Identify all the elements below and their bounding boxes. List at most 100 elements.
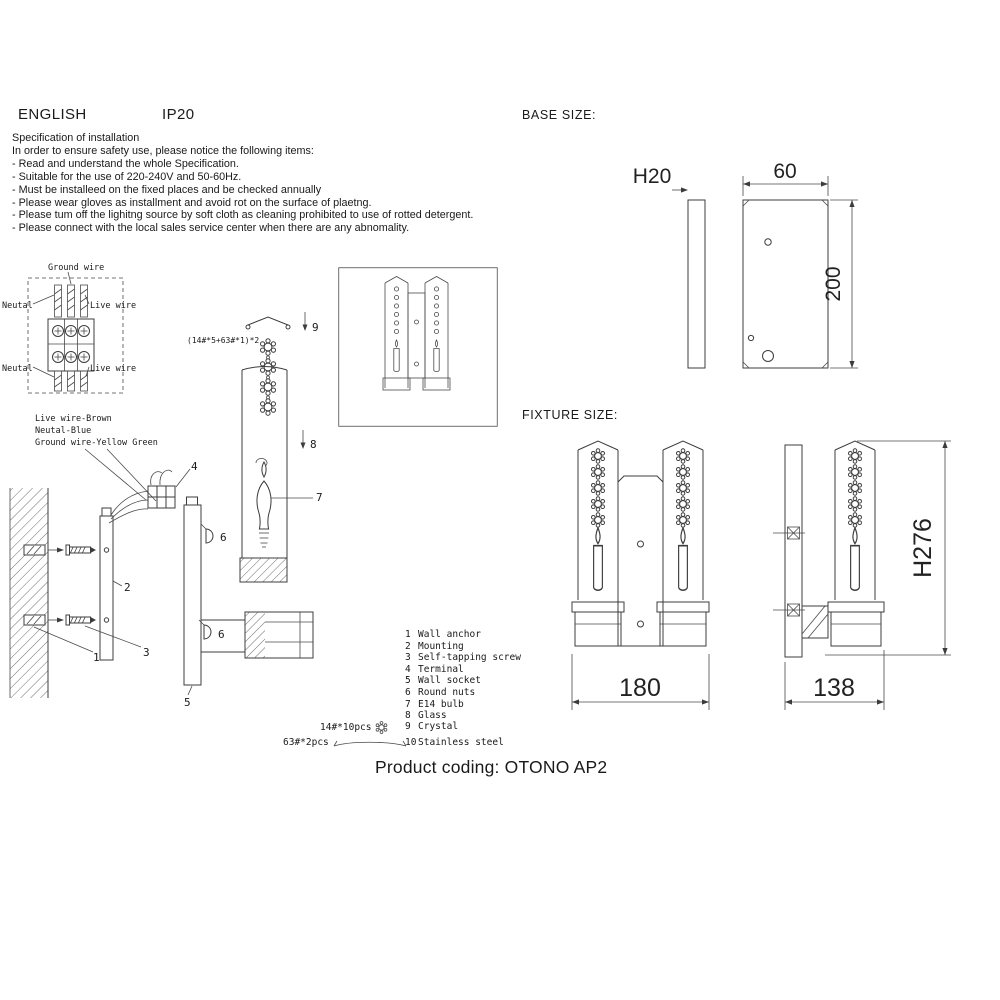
legend-neutral: Neutal-Blue: [35, 426, 91, 436]
part-name: Self-tapping screw: [418, 652, 521, 664]
fixture-side-view: 138 H276: [773, 440, 951, 710]
part-name: Mounting: [418, 640, 464, 652]
legend-live: Live wire-Brown: [35, 414, 112, 424]
self-tapping-screw: [48, 544, 96, 556]
part-row: 3 Self-tapping screw: [405, 652, 521, 664]
part-row: 9 Crystal: [405, 721, 458, 733]
part-name: Crystal: [418, 721, 459, 732]
spec-item: - Please tum off the lighitng source by …: [12, 209, 474, 222]
dim-fixture-width: 180: [619, 674, 661, 702]
callout-wall-anchor: 1: [93, 651, 100, 664]
part-row: 6 Round nuts: [405, 687, 521, 699]
callout-round-nut: 6: [220, 531, 227, 544]
crystal-chain: [260, 338, 276, 416]
wall-installation-diagram: Ground wire Neutal Live wire: [2, 263, 198, 698]
mounting-plate: [99, 507, 114, 661]
spec-item: - Must be installeed on the fixed places…: [12, 183, 322, 196]
dim-fixture-depth: 138: [813, 674, 855, 702]
crystal-qty-label: 14#*10pcs: [320, 722, 372, 733]
part-number: 2: [405, 640, 411, 652]
crystal-quantity: 14#*10pcs: [320, 720, 389, 735]
base-size-heading: BASE SIZE:: [522, 108, 597, 122]
spec-title: Specification of installation: [12, 132, 140, 144]
dim-base-width: 60: [773, 160, 796, 183]
product-coding-label: Product coding:: [375, 757, 500, 777]
part-number: 10: [405, 737, 417, 748]
lamp-column: [571, 440, 625, 647]
part-row: 7 E14 bulb: [405, 699, 521, 711]
callout-terminal: 4: [191, 460, 198, 473]
self-tapping-screw: [48, 614, 96, 626]
part-name: Terminal: [418, 663, 464, 675]
callout-crystal: 9: [312, 321, 319, 334]
base-size-drawing: H20 60 200: [633, 160, 858, 369]
dim-fixture-height: H276: [909, 518, 937, 578]
spec-item: - Please wear gloves as installment and …: [12, 196, 372, 209]
parts-list: 1 Wall anchor 2 Mounting 3 Self-tapping scr…: [405, 629, 521, 722]
lamp-column: [656, 440, 710, 647]
spec-intro: In order to ensure safety use, please no…: [12, 144, 314, 157]
socket-bracket: [801, 601, 885, 647]
terminal-wiring-diagram: Ground wire Neutal Live wire: [2, 263, 136, 394]
base-side-profile: [687, 199, 706, 369]
wall-anchor: [23, 544, 46, 556]
part-number: 6: [405, 686, 411, 698]
steel-qty-label: 63#*2pcs: [283, 737, 329, 748]
neutral-label-top: Neutal: [2, 301, 33, 311]
fixture-size-heading: FIXTURE SIZE:: [522, 408, 619, 422]
legend-ground: Ground wire-Yellow Green: [35, 438, 158, 448]
template-lamp-column: [422, 276, 451, 391]
callout-bulb: 7: [316, 491, 323, 504]
part-number: 1: [405, 629, 411, 640]
crystal-icon: [376, 721, 388, 734]
steel-strip-icon: [333, 740, 407, 746]
language-label: ENGLISH: [18, 106, 87, 123]
wall-section: [9, 488, 49, 698]
callout-glass: 8: [310, 438, 317, 451]
base-plate-front: [742, 199, 829, 369]
product-coding-value: OTONO AP2: [504, 757, 608, 777]
spec-item: - Please connect with the local sales se…: [12, 222, 410, 235]
backplate: [617, 475, 664, 647]
part-number: 9: [405, 721, 411, 732]
filament-swirl: [255, 458, 268, 466]
part-number: 3: [405, 652, 411, 664]
crystal-formula-label: (14#*5+63#*1)*2: [187, 336, 259, 345]
template-lamp-column: [382, 276, 411, 391]
callout-wall-socket: 5: [184, 696, 191, 709]
part-name: E14 bulb: [418, 698, 464, 710]
part-row: 1 Wall anchor: [405, 629, 521, 641]
e14-bulb: [256, 460, 272, 548]
part-name: Glass: [418, 710, 447, 722]
part-number: 8: [405, 710, 411, 722]
round-nut: [200, 523, 214, 544]
steel-quantity: 63#*2pcs: [283, 737, 408, 748]
spec-item: - Suitable for the use of 220-240V and 5…: [12, 170, 242, 183]
round-nut: [198, 619, 212, 640]
part-name: Round nuts: [418, 686, 476, 698]
part-row: 4 Terminal: [405, 664, 521, 676]
ip-rating-label: IP20: [162, 106, 195, 123]
product-coding: Product coding: OTONO AP2: [375, 757, 607, 778]
part-number: 7: [405, 698, 411, 710]
spec-item: - Read and understand the whole Specific…: [12, 157, 239, 170]
part-row: 2 Mounting: [405, 641, 521, 653]
callout-screw: 3: [143, 646, 150, 659]
part-number: 4: [405, 663, 411, 675]
hanger-bar: [245, 316, 291, 330]
part-name: Wall anchor: [418, 629, 481, 640]
glass-tube: [241, 366, 288, 558]
template-backplate: [407, 292, 426, 379]
mounting-template-inset: [338, 267, 498, 427]
backplate-side: [773, 444, 805, 658]
dim-base-height: 200: [822, 266, 845, 301]
wall-anchor: [23, 614, 46, 626]
terminal-connector: [108, 469, 176, 524]
fixture-front-view: 180: [571, 440, 710, 710]
part-number: 5: [405, 675, 411, 687]
part-row: 8 Glass: [405, 710, 521, 722]
callout-mounting: 2: [124, 581, 131, 594]
